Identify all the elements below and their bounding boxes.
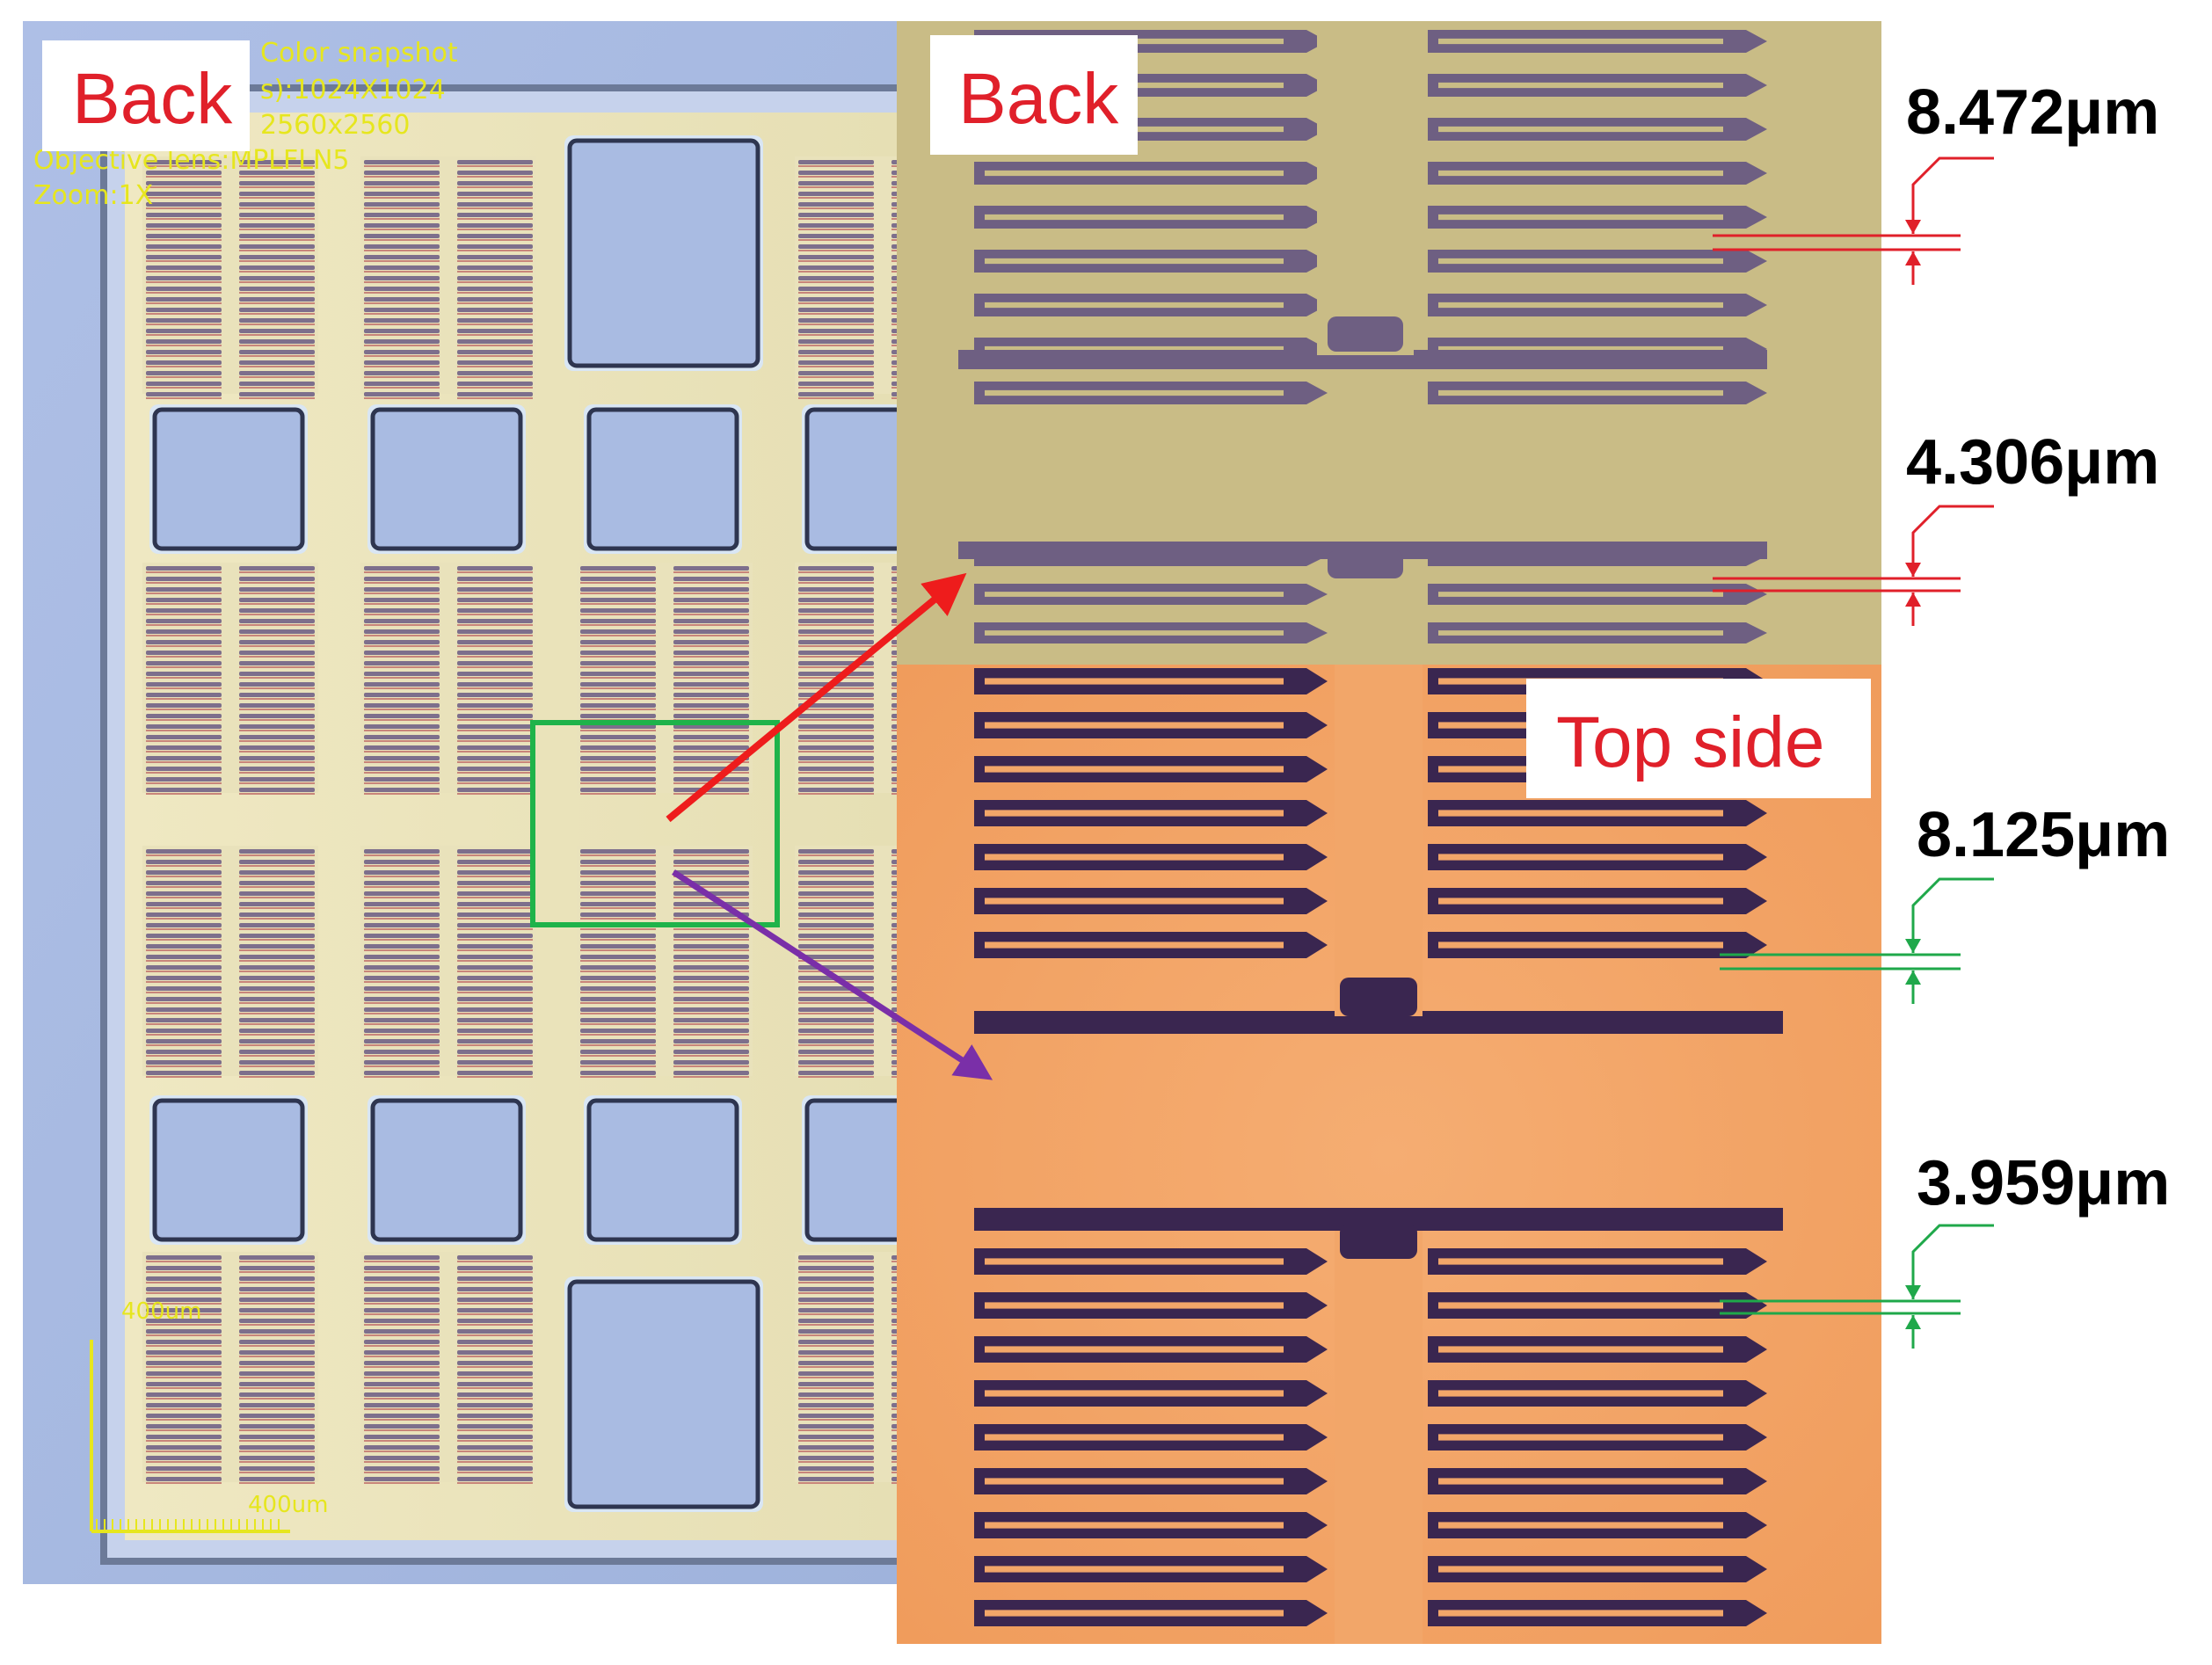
measurement-indicator-1 (1713, 156, 1994, 285)
measurement-value-1: 8.472μm (1906, 77, 2159, 148)
measurement-indicator-4 (1720, 1224, 1994, 1349)
bond-pad (567, 138, 760, 368)
center-gap (1317, 30, 1414, 355)
overview-micrograph (23, 21, 971, 1584)
back-panel-label-text: Back (958, 59, 1119, 139)
top-panel-label-text: Top side (1556, 702, 1824, 782)
measurement-indicator-2 (1713, 505, 1994, 626)
electrode-block (577, 846, 753, 1078)
bus-bar (958, 350, 1767, 369)
top-panel-label: Top side (1526, 679, 1871, 798)
scale-bar: 400um 400um (90, 1298, 328, 1533)
hud-line-3: 2560x2560 (260, 110, 410, 141)
electrode-block (142, 156, 318, 399)
bond-pad (586, 407, 739, 551)
center-notch (1340, 978, 1417, 1016)
bond-pad (370, 407, 523, 551)
center-notch (1340, 1224, 1417, 1259)
measurements: 8.472μm 4.306μm 8.125μm 3.959μm (1713, 77, 2170, 1349)
center-notch (1328, 316, 1403, 352)
center-notch (1328, 550, 1403, 578)
bond-pad (152, 407, 305, 551)
scale-vertical-label: 400um (121, 1298, 201, 1325)
highlight-box (530, 720, 780, 927)
measurement-value-3: 8.125μm (1917, 800, 2170, 870)
bond-pad (370, 1098, 523, 1242)
electrode-block (360, 1252, 536, 1484)
measurement-indicator-3 (1720, 877, 1994, 1004)
electrode-block (360, 563, 536, 795)
arrow-to-top (672, 869, 993, 1080)
back-panel-label: Back (930, 35, 1138, 155)
electrode-block (142, 1252, 318, 1484)
electrode-block (142, 563, 318, 795)
top-side-zoom-panel (897, 665, 1881, 1644)
hud-line-1: Color snapshot (260, 38, 458, 69)
center-gap (1335, 1231, 1423, 1644)
hud-line-5: Zoom:1X (33, 180, 153, 211)
electrode-block (360, 156, 536, 399)
overview-label: Back (42, 40, 250, 151)
electrode-block (142, 846, 318, 1078)
bond-pad (567, 1279, 760, 1509)
center-gap (1335, 665, 1423, 1016)
arrow-to-back (666, 572, 967, 823)
electrode-block (577, 563, 753, 795)
hud-line-2: s):1024X1024 (260, 75, 446, 105)
bond-pad (152, 1098, 305, 1242)
measurement-value-4: 3.959μm (1917, 1148, 2170, 1218)
scale-horizontal-label: 400um (248, 1492, 328, 1518)
electrode-block (360, 846, 536, 1078)
bond-pad (586, 1098, 739, 1242)
measurement-value-2: 4.306μm (1906, 427, 2159, 498)
overview-label-text: Back (72, 59, 233, 139)
